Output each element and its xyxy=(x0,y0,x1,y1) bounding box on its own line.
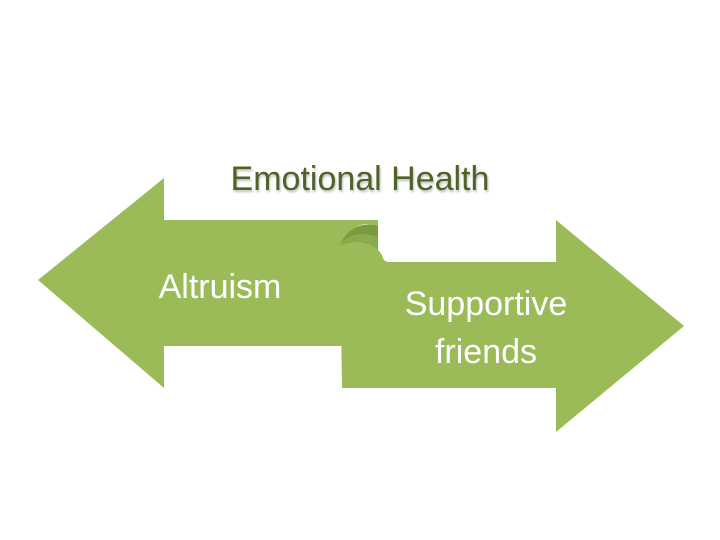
arrow-fold-inner xyxy=(340,234,378,250)
right-arrow-label-line1: Supportive xyxy=(405,285,568,323)
left-arrow xyxy=(38,178,378,388)
diagram-title: Emotional Health xyxy=(230,160,490,198)
arrow-fold xyxy=(340,224,378,246)
right-arrow-label-line2: friends xyxy=(435,333,537,371)
right-arrow xyxy=(340,220,684,432)
left-arrow-label: Altruism xyxy=(159,268,282,306)
